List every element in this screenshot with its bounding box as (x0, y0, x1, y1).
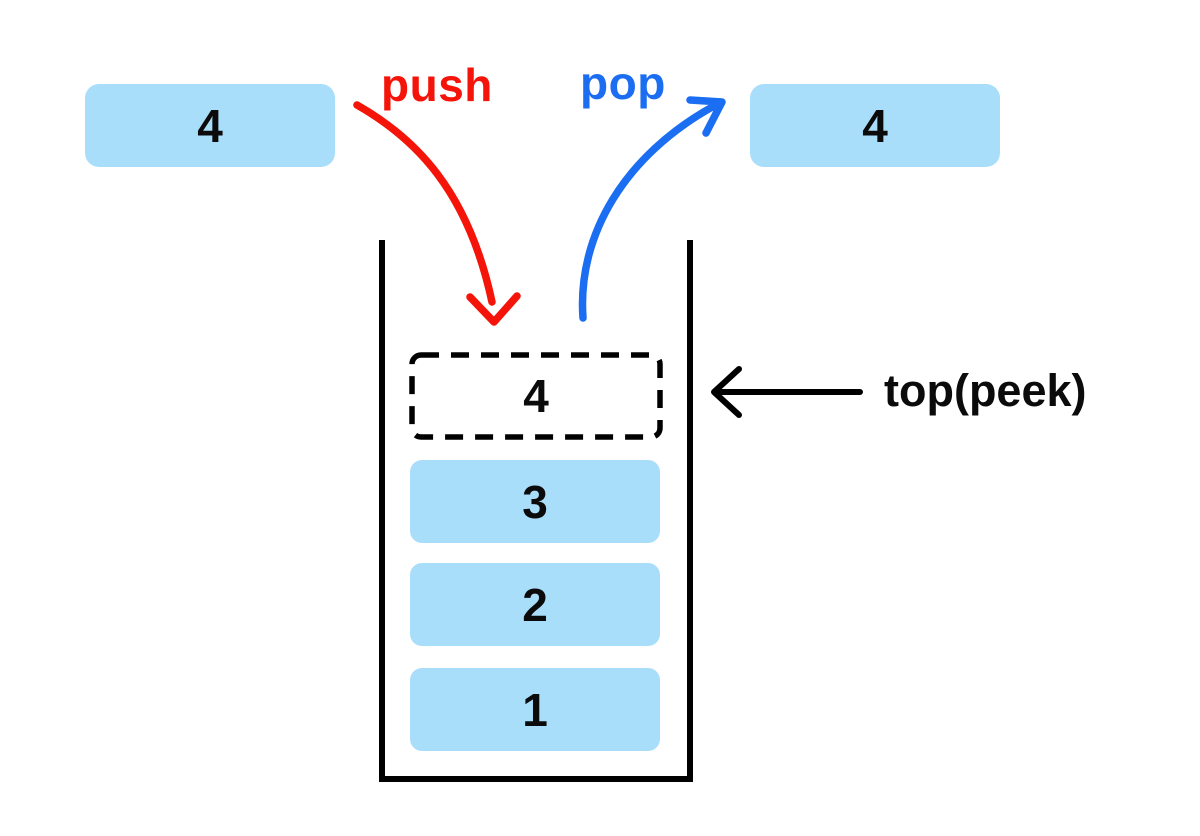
stack-item: 3 (410, 460, 660, 543)
pop-label: pop (580, 57, 666, 109)
stack-top-item-label: 4 (523, 370, 549, 422)
top-peek-label: top(peek) (884, 365, 1087, 416)
stack-item-label: 1 (522, 683, 548, 736)
incoming-item-label: 4 (197, 99, 223, 152)
top-pointer-arrow (711, 366, 863, 418)
stack-item: 1 (410, 668, 660, 751)
push-label: push (381, 59, 493, 111)
outgoing-item-label: 4 (862, 99, 888, 152)
stack-container (379, 240, 693, 782)
incoming-item-box: 4 (85, 84, 335, 167)
outgoing-item-box: 4 (750, 84, 1000, 167)
stack-item: 2 (410, 563, 660, 646)
stack-item-label: 3 (522, 475, 548, 528)
stack-item-label: 2 (522, 578, 548, 631)
